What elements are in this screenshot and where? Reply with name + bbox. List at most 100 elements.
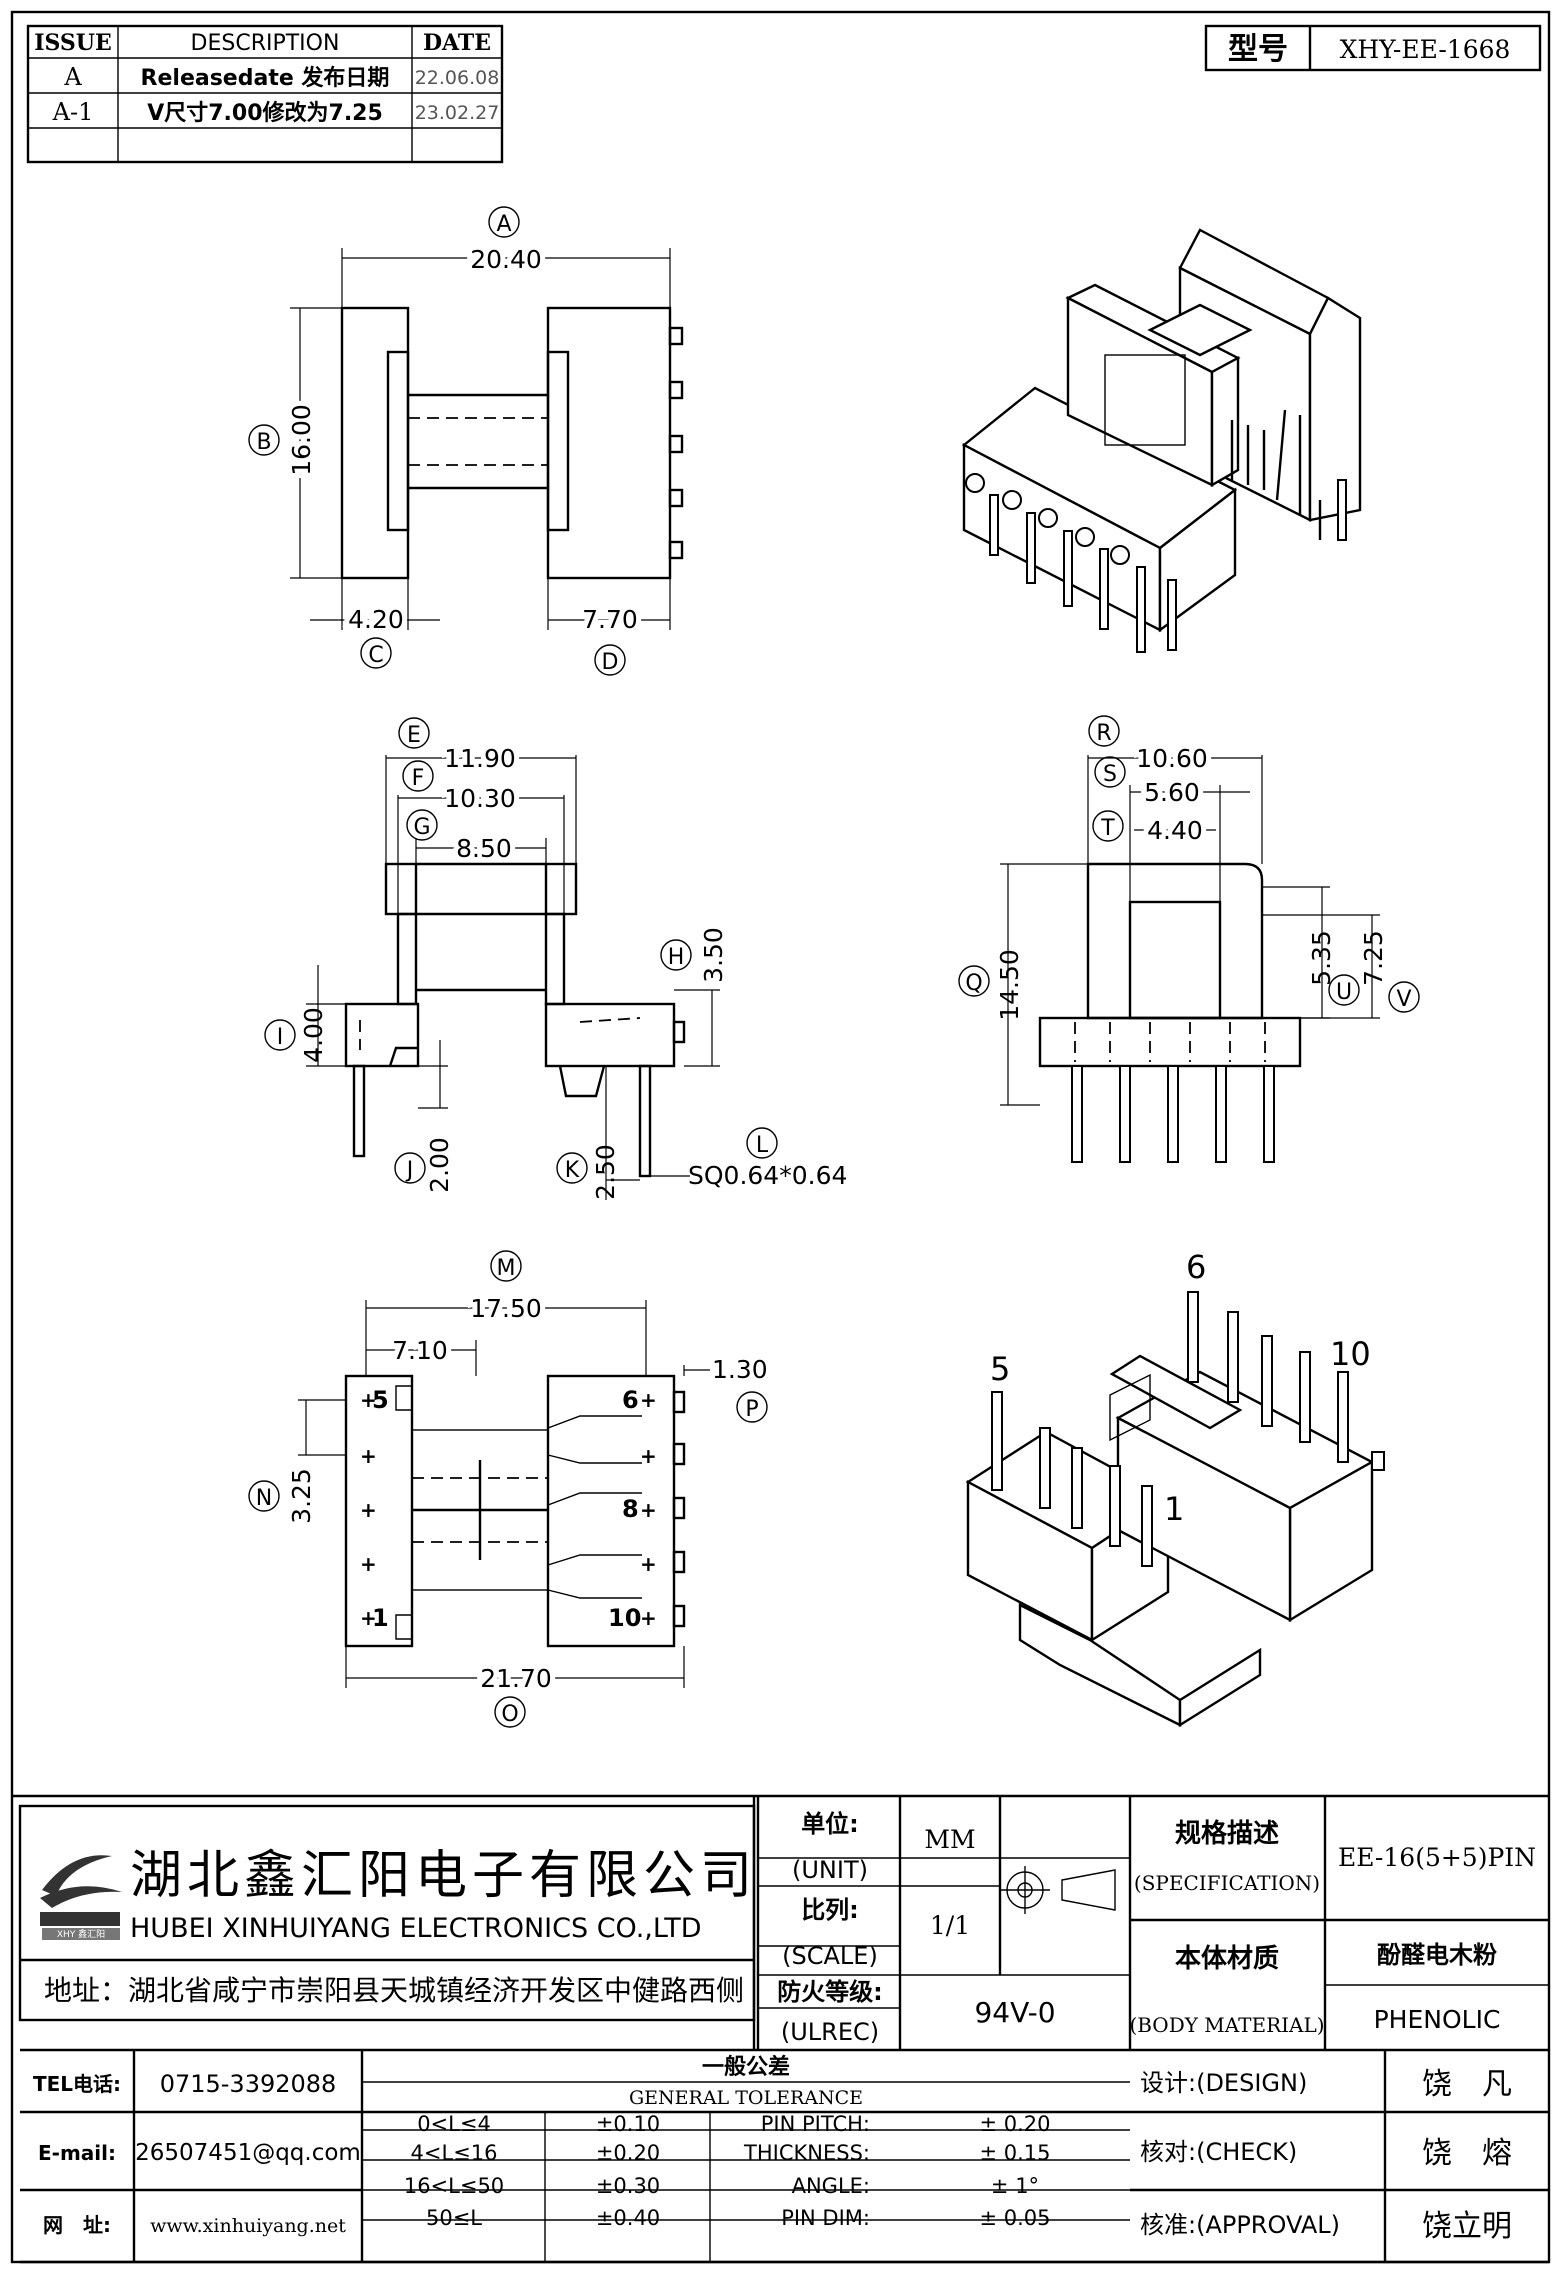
iso-pin-label-6: 6	[1186, 1248, 1206, 1286]
unit-en: (UNIT)	[792, 1856, 868, 1884]
tol-value-4: ±0.40	[596, 2206, 660, 2230]
dim-m: 17.50	[470, 1294, 542, 1323]
svg-text:F: F	[412, 766, 425, 791]
header-issue: ISSUE	[34, 30, 112, 56]
top-view-pins	[668, 326, 684, 560]
svg-text:D: D	[602, 650, 619, 675]
unit-value: MM	[924, 1825, 975, 1854]
dim-t: 4.40	[1147, 816, 1203, 845]
dim-p: 1.30	[712, 1355, 768, 1384]
title-block: XHY 鑫汇阳 湖北鑫汇阳电子有限公司 HUBEI XINHUIYANG ELE…	[12, 1794, 1549, 2264]
svg-text:G: G	[413, 815, 430, 840]
company-logo: XHY 鑫汇阳	[40, 1855, 122, 1940]
model-box: 型号 XHY-EE-1668	[1204, 24, 1542, 72]
svg-text:S: S	[1103, 762, 1117, 787]
company-address: 地址：湖北省咸宁市崇阳县天城镇经济开发区中健路西侧	[44, 1974, 744, 2007]
check-label: 核对:(CHECK)	[1140, 2138, 1297, 2166]
scale-en: (SCALE)	[782, 1942, 878, 1970]
iso-pin-label-5: 5	[990, 1350, 1010, 1388]
dim-g: 8.50	[456, 834, 512, 863]
spec-en: (SPECIFICATION)	[1134, 1871, 1320, 1895]
dim-k: 2.50	[591, 1144, 620, 1200]
approval-label: 核准:(APPROVAL)	[1140, 2211, 1340, 2239]
tolerance-rows: 0<L≤4 ±0.10 PIN PITCH: ± 0.20 4<L≤16 ±0.…	[404, 2112, 1051, 2230]
svg-text:C: C	[368, 643, 383, 668]
tol-spec-3: ± 1°	[991, 2174, 1039, 2198]
header-description: DESCRIPTION	[191, 31, 340, 56]
projection-symbol-icon	[1000, 1866, 1116, 1914]
dim-i: 4.00	[299, 1007, 328, 1063]
svg-text:+: +	[640, 1606, 657, 1630]
flame-en: (ULREC)	[781, 2018, 879, 2046]
pin-label-6: 6	[622, 1386, 639, 1414]
svg-text:U: U	[1336, 980, 1352, 1005]
check-name: 饶 熔	[1422, 2136, 1512, 2171]
tolerance-title-cn: 一般公差	[702, 2054, 790, 2080]
isometric-view-top	[961, 228, 1362, 653]
svg-text:B: B	[256, 430, 271, 455]
svg-text:A: A	[496, 212, 511, 237]
svg-text:P: P	[745, 1397, 758, 1422]
tel-value: 0715-3392088	[160, 2070, 337, 2098]
dim-o: 21.70	[480, 1664, 552, 1693]
rev-row-1-description: Releasedate 发布日期	[141, 65, 390, 91]
tol-range-2: 4<L≤16	[411, 2141, 498, 2165]
svg-text:Q: Q	[965, 971, 982, 996]
svg-text:O: O	[501, 1702, 518, 1727]
pin-label-1: 1	[372, 1604, 389, 1632]
dim-u: 5.35	[1307, 930, 1336, 986]
email-label: E-mail:	[38, 2141, 116, 2165]
svg-text:I: I	[277, 1025, 284, 1050]
dim-l: SQ0.64*0.64	[688, 1161, 847, 1190]
company-name-en: HUBEI XINHUIYANG ELECTRONICS CO.,LTD	[130, 1913, 701, 1944]
tol-spec-1: ± 0.20	[979, 2112, 1050, 2136]
tel-label: TEL电话:	[33, 2072, 121, 2096]
tol-range-3: 16<L≤50	[404, 2174, 504, 2198]
dim-q: 14.50	[995, 949, 1024, 1021]
pin-label-10: 10	[608, 1604, 641, 1632]
svg-text:+: +	[640, 1444, 657, 1468]
unit-cn: 单位:	[801, 1810, 859, 1838]
dim-h: 3.50	[699, 927, 728, 983]
svg-text:+: +	[640, 1388, 657, 1412]
iso-pin-label-10: 10	[1330, 1335, 1371, 1373]
model-label: 型号	[1228, 32, 1288, 67]
tol-label-3: ANGLE:	[792, 2174, 870, 2198]
dim-s: 5.60	[1144, 778, 1200, 807]
flame-cn: 防火等级:	[777, 1978, 883, 2006]
svg-text:T: T	[1100, 816, 1115, 841]
design-name: 饶 凡	[1422, 2067, 1512, 2102]
top-view: A 20.40 B 16.00 4.20 C 7.70 D	[248, 206, 684, 676]
spec-value: EE-16(5+5)PIN	[1338, 1843, 1536, 1872]
dim-b: 16.00	[287, 404, 316, 476]
logo-text: XHY 鑫汇阳	[57, 1928, 105, 1940]
tol-range-1: 0<L≤4	[417, 2112, 491, 2136]
iso-pin-label-1: 1	[1164, 1490, 1184, 1528]
tol-range-4: 50≤L	[426, 2206, 482, 2230]
tol-value-3: ±0.30	[596, 2174, 660, 2198]
side-view: E 11.90 F 10.30 G 8.50 H 3.50 I 4.00 J 2…	[264, 717, 847, 1200]
design-label: 设计:(DESIGN)	[1140, 2069, 1307, 2097]
dim-c: 4.20	[348, 605, 404, 634]
rev-row-2-issue: A-1	[52, 98, 94, 126]
svg-text:J: J	[405, 1158, 414, 1183]
bottom-view-pin-marks: +++ ++ +++ ++	[360, 1388, 657, 1630]
pin-label-5: 5	[372, 1386, 389, 1414]
tol-spec-4: ± 0.05	[979, 2206, 1050, 2230]
dim-r: 10.60	[1136, 744, 1208, 773]
web-value: www.xinhuiyang.net	[150, 2215, 346, 2237]
end-view: R 10.60 S 5.60 T 4.40 Q 14.50 U 5.35 V 7…	[958, 715, 1420, 1163]
svg-text:R: R	[1096, 721, 1111, 746]
dim-j: 2.00	[425, 1137, 454, 1193]
material-en: (BODY MATERIAL)	[1129, 2013, 1324, 2037]
dim-f: 10.30	[444, 784, 516, 813]
dim-d: 7.70	[582, 605, 638, 634]
dim-7-10: 7.10	[392, 1336, 448, 1365]
tol-label-1: PIN PITCH:	[761, 2112, 870, 2136]
material-cn: 本体材质	[1175, 1944, 1279, 1974]
svg-text:+: +	[640, 1498, 657, 1522]
spec-cn: 规格描述	[1175, 1818, 1279, 1849]
email-value: 26507451@qq.com	[135, 2140, 361, 2166]
svg-text:H: H	[668, 945, 685, 970]
iso-bottom-pins	[991, 1291, 1385, 1567]
